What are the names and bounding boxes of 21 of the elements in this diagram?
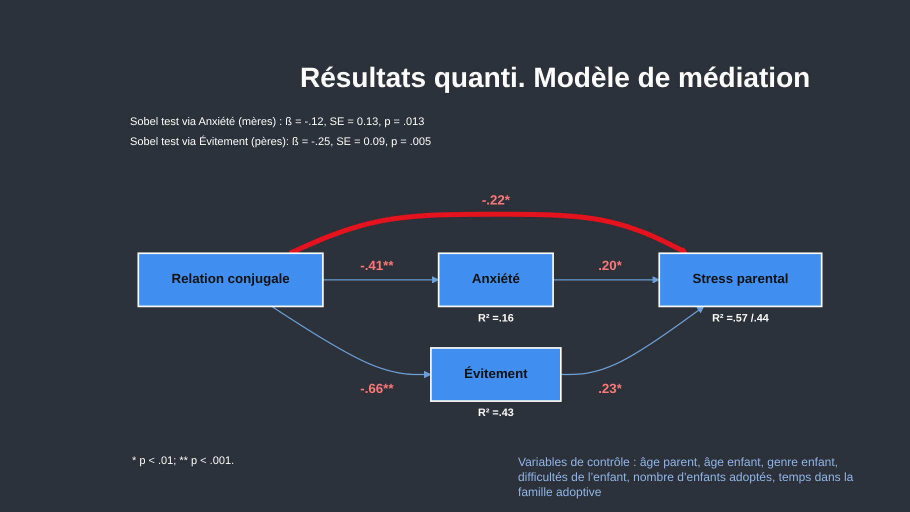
- edge-label: .20*: [598, 259, 622, 274]
- sobel-note: Sobel test via Évitement (pères): ß = -.25, SE = 0.09, p = .005: [130, 134, 432, 150]
- sobel-note: Sobel test via Anxiété (mères) : ß = -.12, SE = 0.13, p = .013: [130, 115, 426, 130]
- arrow: [271, 306, 432, 378]
- edge-label: -.22*: [482, 193, 510, 208]
- r-squared-value: R² =.57 /.44: [712, 312, 769, 324]
- control-variables-note: Variables de contrôle : âge parent, âge enfant, genre enfant, difficultés de l’enfant, nombre d’enfants adoptés, temps dans la famille adoptive: [518, 455, 854, 500]
- edge-label: -.41**: [360, 259, 394, 274]
- edge-label: -.66**: [360, 382, 394, 396]
- arrow: [560, 306, 704, 376]
- node-box: Stress parental: [658, 252, 823, 308]
- arrow: [553, 276, 660, 284]
- slide-title: Résultats quanti. Modèle de médiation: [300, 62, 810, 94]
- significance-footnote: * p < .01; ** p < .001.: [132, 455, 234, 467]
- arrow: [322, 276, 439, 284]
- r-squared-value: R² =.43: [478, 407, 514, 420]
- node-box: Évitement: [430, 347, 562, 402]
- node-box: Anxiété: [438, 252, 554, 308]
- node-box: Relation conjugale: [137, 252, 324, 308]
- edge-label: .23*: [598, 382, 622, 396]
- r-squared-value: R² =.16: [478, 312, 514, 324]
